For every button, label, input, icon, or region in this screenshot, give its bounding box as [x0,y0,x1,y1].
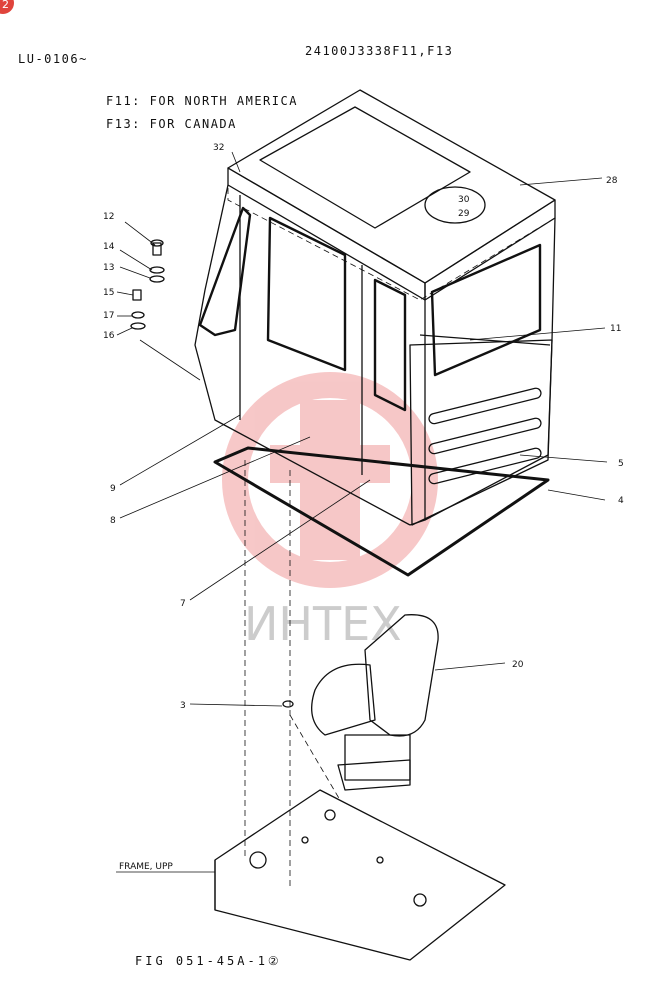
serial-range: LU-0106~ [18,52,88,66]
note-north-america: F11: FOR NORTH AMERICA [106,94,298,108]
callout-13: 13 [103,263,114,273]
callout-32: 32 [213,143,224,153]
callout-20: 20 [512,660,524,670]
upper-frame-plate [214,789,506,961]
callout-16: 16 [103,331,115,341]
floor-gasket [213,446,550,577]
callout-5: 5 [618,459,624,469]
callout-9: 9 [110,484,116,494]
roof-hatch [424,186,486,224]
callout-28: 28 [606,176,618,186]
watermark-logo [222,372,438,588]
watermark-text: ИНТЕХ [244,597,402,651]
figure-caption: FIG 051-45A-1② [135,954,282,968]
callout-17: 17 [103,311,114,321]
frame-label: FRAME, UPP [119,862,173,872]
operator-seat [311,614,439,791]
page-badge: 2 [0,0,14,14]
callout-labels: 32 28 30 29 12 14 13 15 17 16 11 9 5 8 4… [103,143,624,872]
callout-7: 7 [180,599,186,609]
callout-11: 11 [610,324,621,334]
callout-4: 4 [618,496,624,506]
callout-3: 3 [180,701,186,711]
callout-14: 14 [103,242,115,252]
part-number: 24100J3338F11,F13 [305,44,454,58]
cab-windows [198,206,542,412]
callout-30: 30 [458,195,470,205]
callout-29: 29 [458,209,470,219]
callout-15: 15 [103,288,114,298]
note-canada: F13: FOR CANADA [106,117,237,131]
bolt-washer-stack [130,239,294,708]
callout-8: 8 [110,516,116,526]
side-ribs [428,387,542,485]
callout-12: 12 [103,212,114,222]
